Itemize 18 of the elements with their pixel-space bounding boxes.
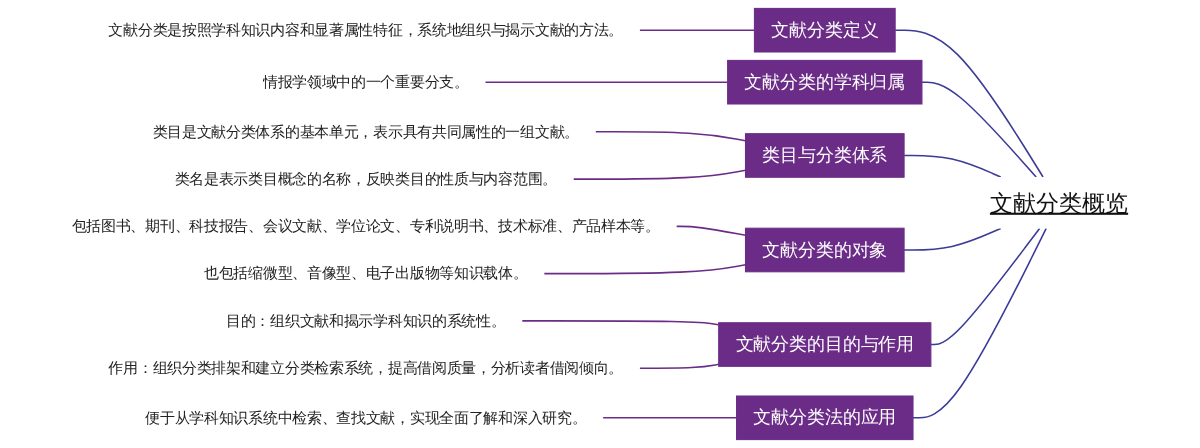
node-box: 文献分类定义 [753, 7, 896, 53]
node-text: 文献分类是按照学科知识内容和显著属性特征，系统地组织与揭示文献的方法。 [108, 21, 624, 39]
connector [921, 81, 1037, 178]
node-text: 包括图书、期刊、科技报告、会议文献、学位论文、专利说明书、技术标准、产品样本等。 [71, 217, 660, 235]
node-text: 情报学领域中的一个重要分支。 [262, 73, 469, 91]
node-box: 类目与分类体系 [744, 133, 905, 178]
node-box: 文献分类法的应用 [736, 395, 914, 441]
node-text: 类名是表示类目概念的名称，反映类目的性质与内容范围。 [174, 170, 557, 187]
connector [930, 227, 1041, 346]
node-text: 便于从学科知识系统中检索、查找文献，实现全面了解和深入研究。 [145, 408, 587, 426]
node-box: 文献分类的目的与作用 [718, 322, 932, 367]
node-text: 目的：组织文献和揭示学科知识的系统性。 [226, 311, 506, 329]
node-text: 文献分类概览 [989, 189, 1129, 216]
node-text: 也包括缩微型、音像型、电子出版物等知识载体。 [204, 264, 528, 282]
node-box: 文献分类的学科归属 [727, 59, 923, 105]
node-text: 类目是文献分类体系的基本单元，表示具有共同属性的一组文献。 [152, 122, 579, 140]
node-box: 文献分类的对象 [744, 227, 905, 273]
node-text: 作用：组织分类排架和建立分类检索系统，提高借阅质量，分析读者借阅倾向。 [108, 359, 624, 377]
